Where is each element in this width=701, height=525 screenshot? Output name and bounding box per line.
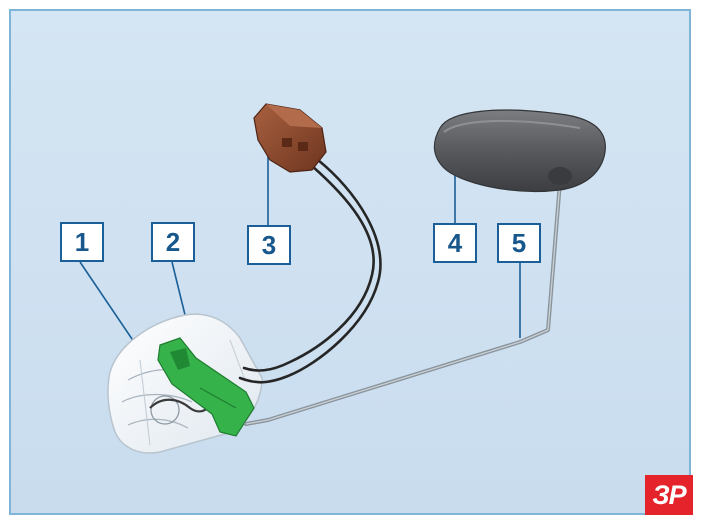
callout-3: 3 <box>247 225 291 265</box>
callout-5: 5 <box>497 223 541 263</box>
green-holder <box>157 337 255 437</box>
float <box>433 109 606 193</box>
float-lever-rod <box>244 168 568 426</box>
callout-1: 1 <box>60 222 104 262</box>
callout-2: 2 <box>151 222 195 262</box>
callout-4: 4 <box>433 223 477 263</box>
connector-wires <box>238 158 382 384</box>
publisher-logo: ЗР <box>645 475 693 515</box>
electrical-connector <box>253 103 327 173</box>
